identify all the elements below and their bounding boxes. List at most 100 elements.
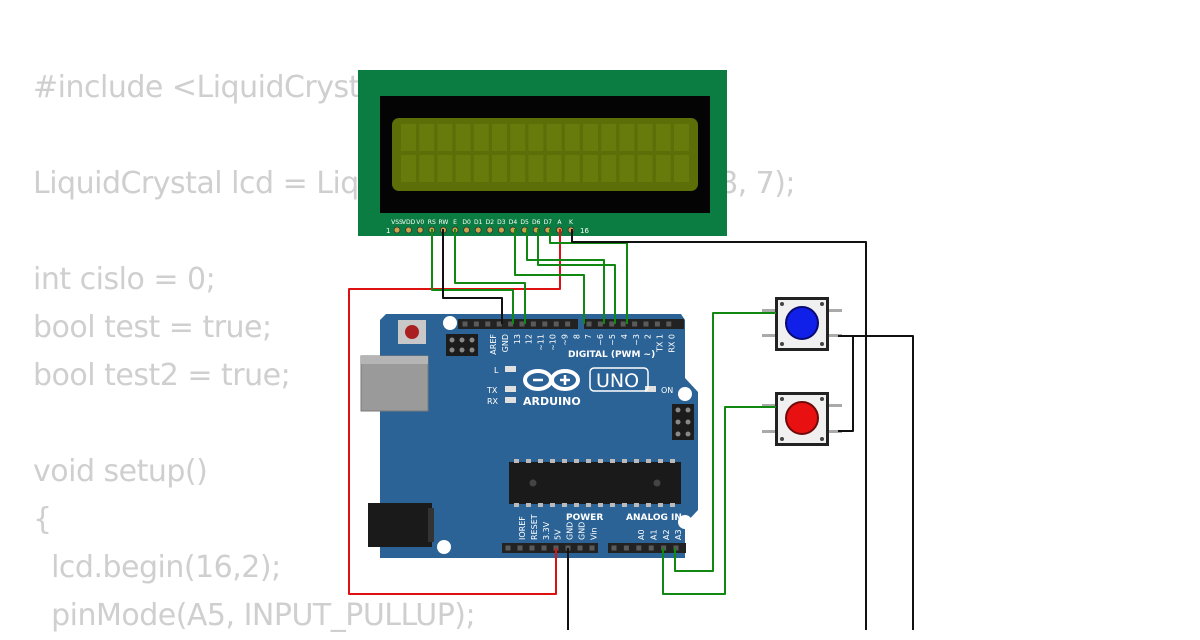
lcd-pin-label: D2 [486, 219, 495, 226]
code-line: int cislo = 0; [33, 262, 216, 297]
wire-green-rs [431, 229, 514, 324]
board-logo-text: ARDUINO [523, 395, 581, 408]
pin-label: ~6 [596, 334, 605, 346]
wire-red-5v [348, 229, 561, 595]
pin-label: 5V [554, 529, 563, 540]
pushbutton-red[interactable] [762, 392, 842, 446]
wire-black-rw [442, 229, 503, 324]
wires[interactable] [348, 229, 914, 630]
wire-black-k [571, 229, 867, 630]
mounting-hole [437, 540, 451, 554]
button-cap-red [785, 401, 819, 435]
pin-label: 2 [644, 334, 653, 339]
led-on-label: ON [661, 386, 673, 395]
wire-black-btn-link [838, 335, 854, 432]
pin-label: 4 [620, 334, 629, 339]
pin-label: ~5 [608, 334, 617, 346]
arduino-infinity-logo [523, 369, 580, 391]
lcd-pin-label: D4 [509, 219, 518, 226]
pin-label: AREF [489, 334, 498, 355]
lcd-pin-label: VSS [391, 219, 403, 226]
lcd-pin-label: RS [428, 219, 436, 226]
lcd-pin-label: K [569, 219, 574, 226]
lcd-pin-label: D3 [497, 219, 506, 226]
code-line: { [33, 502, 52, 537]
wire-green-d5 [526, 229, 605, 324]
pin-label: GND [578, 522, 587, 540]
led-l-label: L [494, 366, 499, 375]
led-tx [505, 386, 516, 392]
power-jack [368, 503, 432, 547]
pin-label: A3 [674, 529, 683, 540]
lcd-character-grid [401, 124, 689, 182]
pin-label: ~10 [549, 334, 558, 351]
pin-label: 8 [572, 334, 581, 339]
led-rx-label: RX [487, 397, 499, 406]
digital-label: DIGITAL (PWM ~) [568, 350, 655, 360]
lcd-pin-label: RW [438, 219, 448, 226]
atmega-chip [509, 462, 681, 504]
board-model-label: UNO [596, 370, 639, 392]
led-l [505, 366, 516, 372]
power-header [502, 543, 598, 553]
lcd-pin-first-label: 1 [386, 227, 390, 235]
lcd-pin-label: D0 [462, 219, 471, 226]
pin-label: ~3 [632, 334, 641, 346]
wire-green-e [454, 229, 526, 324]
mounting-hole [678, 515, 692, 529]
pin-label: A4 [687, 529, 696, 540]
wire-green-d4 [514, 229, 585, 324]
pin-label: 12 [525, 334, 534, 344]
led-on [645, 386, 656, 392]
pushbutton-blue[interactable] [762, 297, 842, 351]
led-tx-label: TX [486, 386, 498, 395]
pin-label: GND [501, 334, 510, 352]
code-line: lcd.begin(16,2); [33, 550, 281, 585]
pin-label: 7 [584, 334, 593, 339]
lcd-pin-label: V0 [416, 219, 424, 226]
button-cap-blue [785, 306, 819, 340]
mounting-hole [678, 387, 692, 401]
lcd-pin-label: D6 [532, 219, 541, 226]
wire-black-btn-gnd [838, 335, 914, 630]
lcd-pin-label: D1 [474, 219, 483, 226]
lcd-pin-last-label: 16 [580, 227, 589, 235]
wire-green-d6 [537, 229, 616, 324]
wire-green-a5-blue [674, 312, 776, 572]
pin-label: ~9 [560, 334, 569, 346]
pin-label: Vin [589, 527, 598, 540]
pin-label: A2 [662, 529, 671, 540]
led-rx [505, 397, 516, 403]
lcd-pin-label: D5 [520, 219, 529, 226]
usb-connector [360, 355, 429, 412]
digital-header-left [458, 319, 578, 329]
wire-green-a4-red [662, 406, 776, 595]
lcd-pin-label: E [453, 219, 457, 226]
power-label: POWER [566, 513, 603, 523]
code-line: pinMode(A5, INPUT_PULLUP); [33, 598, 476, 633]
icsp-header [446, 334, 694, 440]
pin-label: GND [566, 522, 575, 540]
pin-label: A0 [637, 529, 646, 540]
pin-label: ~11 [537, 334, 546, 351]
pin-label: TX 1 [656, 334, 665, 353]
lcd-pin-label: VDD [402, 219, 416, 226]
pin-label: IOREF [518, 516, 527, 540]
lcd-pin-label: A [557, 219, 562, 226]
analog-header [608, 543, 686, 553]
code-line: void setup() [33, 454, 208, 489]
pin-label: 3.3V [542, 521, 551, 540]
pin-label: 13 [513, 334, 522, 344]
lcd-pin-label: D7 [544, 219, 553, 226]
pin-label: A1 [649, 529, 658, 540]
pin-label: RESET [530, 514, 539, 540]
analog-label: ANALOG IN [626, 513, 682, 523]
code-line: bool test = true; [33, 310, 272, 345]
